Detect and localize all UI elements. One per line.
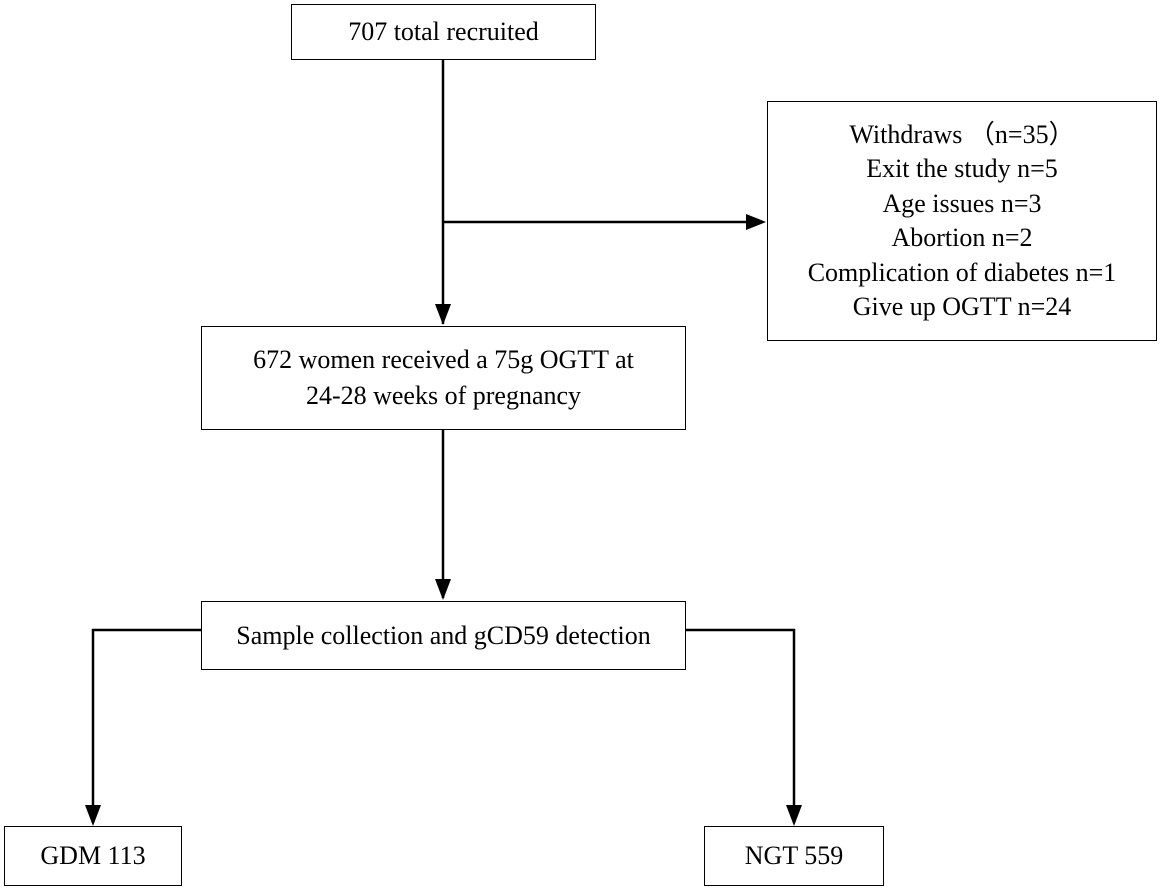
recruited-box: 707 total recruited <box>291 4 596 60</box>
arrowhead-sample-to-gdm <box>85 805 101 826</box>
arrow-sample-to-gdm <box>91 628 201 823</box>
withdraws-reason-abortion: Abortion n=2 <box>891 223 1033 252</box>
arrowhead-sample-to-ngt <box>786 805 802 826</box>
sample-collection-label: Sample collection and gCD59 detection <box>236 620 651 650</box>
withdraws-reason-give-up-ogtt: Give up OGTT n=24 <box>852 292 1072 321</box>
ngt-outcome-label: NGT 559 <box>744 841 844 870</box>
sample-collection-box: Sample collection and gCD59 detection <box>201 601 686 670</box>
arrowhead-branch-to-withdraws <box>746 214 766 230</box>
gdm-outcome-label: GDM 113 <box>40 841 146 870</box>
withdraws-box: Withdraws （n=35） Exit the study n=5 Age … <box>767 101 1157 341</box>
arrow-sample-to-ngt <box>686 628 796 823</box>
ngt-outcome-box: NGT 559 <box>704 826 884 886</box>
withdraws-title: Withdraws （n=35） <box>849 119 1075 149</box>
withdraws-reason-complication: Complication of diabetes n=1 <box>807 257 1117 287</box>
ogtt-line-2: 24-28 weeks of pregnancy <box>305 381 582 410</box>
ogtt-box: 672 women received a 75g OGTT at 24-28 w… <box>201 326 686 430</box>
arrowhead-recruited-to-ogtt <box>435 304 451 325</box>
ogtt-line-1: 672 women received a 75g OGTT at <box>253 345 634 374</box>
gdm-outcome-box: GDM 113 <box>4 826 182 886</box>
arrowhead-ogtt-to-sample <box>435 579 451 600</box>
withdraws-reason-age: Age issues n=3 <box>882 188 1042 218</box>
withdraws-reason-exit: Exit the study n=5 <box>866 154 1058 183</box>
recruited-label: 707 total recruited <box>348 17 539 46</box>
